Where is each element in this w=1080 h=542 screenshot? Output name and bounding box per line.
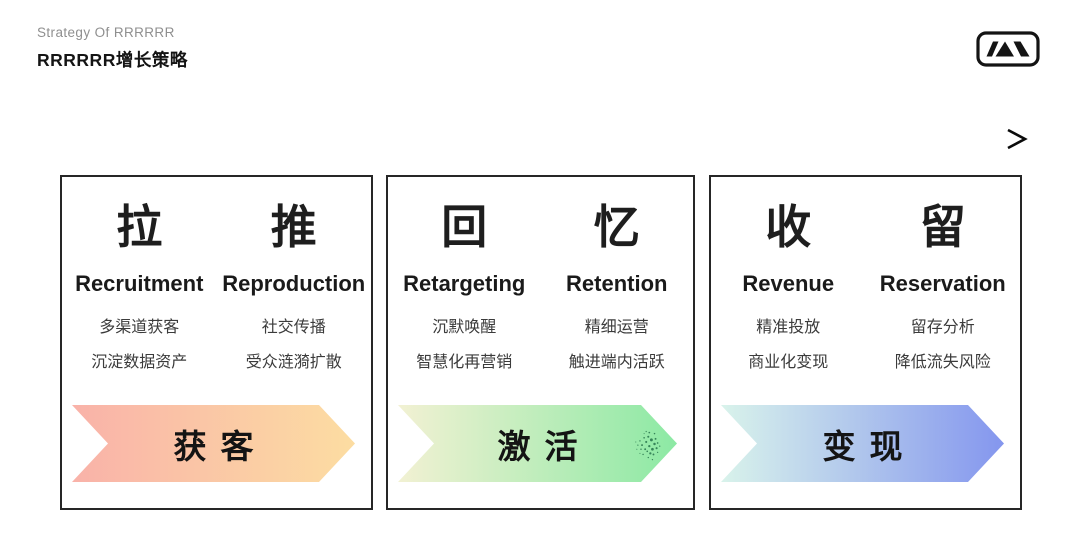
phase-banner-acquisition: 获客 [72,405,355,482]
strategy-char: 收 [765,201,812,253]
column-reservation: 留 Reservation 留存分析 降低流失风险 [866,201,1021,373]
strategy-point: 多渠道获客 [99,319,180,336]
strategy-en-label: Retargeting [403,271,526,296]
strategy-en-label: Reproduction [222,271,366,296]
strategy-char: 推 [270,201,317,253]
strategy-point: 沉淀数据资产 [91,354,188,371]
box-columns: 拉 Recruitment 多渠道获客 沉淀数据资产 推 Reproductio… [62,177,371,373]
strategy-char: 拉 [116,201,163,253]
box-columns: 回 Retargeting 沉默唤醒 智慧化再营销 忆 Retention 精细… [388,177,693,373]
phase-banner-label: 激活 [497,427,592,465]
strategy-point: 商业化变现 [748,354,829,371]
stipple-dots-decoration [619,417,663,469]
strategy-en-label: Reservation [879,271,1006,296]
strategy-box-activation: 回 Retargeting 沉默唤醒 智慧化再营销 忆 Retention 精细… [386,175,695,510]
strategy-point: 触进端内活跃 [568,354,665,371]
box-columns: 收 Revenue 精准投放 商业化变现 留 Reservation 留存分析 … [711,177,1020,373]
phase-banner-monetization: 变现 [721,405,1004,482]
column-reproduction: 推 Reproduction 社交传播 受众涟漪扩散 [217,201,372,373]
phase-banner-activation: 激活 [398,405,677,482]
phase-banner-label: 获客 [173,427,268,465]
strategy-point: 沉默唤醒 [432,319,497,336]
page-title: RRRRRR增长策略 [37,50,188,70]
column-revenue: 收 Revenue 精准投放 商业化变现 [711,201,866,373]
phase-banner-label: 变现 [822,427,917,465]
strategy-char: 回 [441,201,488,253]
strategy-point: 智慧化再营销 [416,354,513,371]
page-subtitle: Strategy Of RRRRRR [37,25,175,40]
strategy-point: 精细运营 [584,319,649,336]
strategy-point: 精准投放 [756,319,821,336]
column-retention: 忆 Retention 精细运营 触进端内活跃 [541,201,694,373]
strategy-point: 社交传播 [261,319,326,336]
strategy-point: 受众涟漪扩散 [245,354,342,371]
strategy-en-label: Recruitment [75,271,204,296]
brand-logo-icon [976,31,1040,67]
column-recruitment: 拉 Recruitment 多渠道获客 沉淀数据资产 [62,201,217,373]
column-retargeting: 回 Retargeting 沉默唤醒 智慧化再营销 [388,201,541,373]
flow-arrow-icon [54,128,1028,150]
strategy-char: 留 [919,201,966,253]
strategy-en-label: Revenue [742,271,835,296]
strategy-point: 降低流失风险 [894,354,991,371]
page-header: Strategy Of RRRRRR RRRRRR增长策略 [37,25,188,72]
strategy-box-monetization: 收 Revenue 精准投放 商业化变现 留 Reservation 留存分析 … [709,175,1022,510]
strategy-en-label: Retention [566,271,668,296]
strategy-char: 忆 [593,201,640,253]
strategy-box-acquisition: 拉 Recruitment 多渠道获客 沉淀数据资产 推 Reproductio… [60,175,373,510]
strategy-point: 留存分析 [910,319,975,336]
